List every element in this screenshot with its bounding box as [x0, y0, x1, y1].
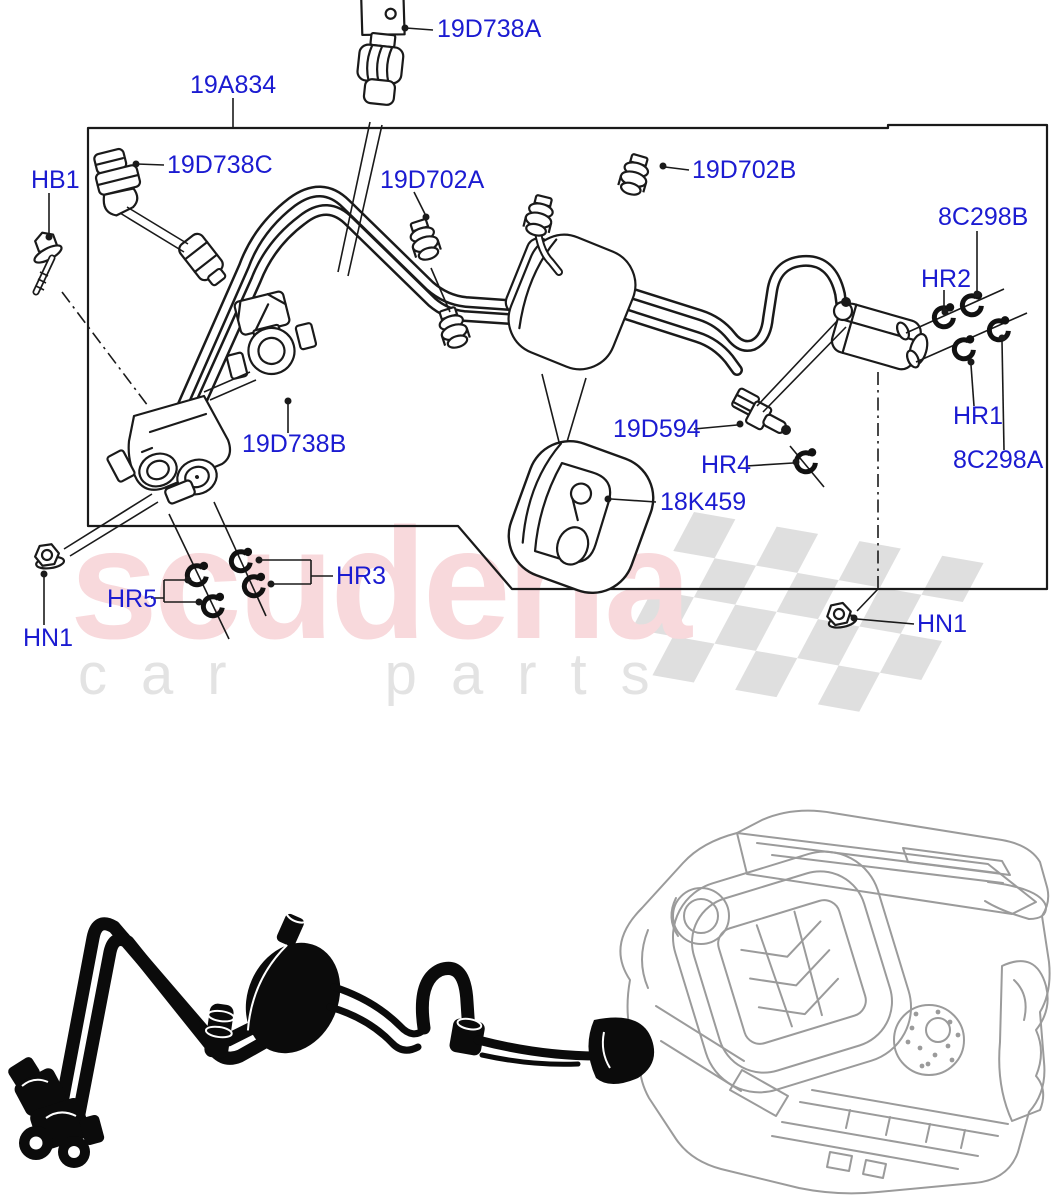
clip-19d738c — [93, 147, 189, 253]
silhouette-loop-fitting — [449, 1017, 485, 1056]
part-label-hr4[interactable]: HR4 — [701, 451, 751, 479]
part-labels: 19D738A 19A834 HB1 19D738C 19D702A 19D70… — [23, 15, 1044, 652]
part-label-19d702b[interactable]: 19D702B — [692, 156, 796, 184]
part-label-18k459[interactable]: 18K459 — [660, 488, 746, 516]
pipes-silhouette — [8, 905, 655, 1168]
part-label-hn1-left[interactable]: HN1 — [23, 624, 73, 652]
hvac-texture-dots — [905, 1009, 961, 1069]
part-label-hr1[interactable]: HR1 — [953, 402, 1003, 430]
part-label-8c298b[interactable]: 8C298B — [938, 203, 1028, 231]
bracket-19d738a — [337, 0, 406, 277]
watermark-tagline: car parts — [78, 642, 684, 707]
part-label-hr2[interactable]: HR2 — [921, 265, 971, 293]
silhouette-pad — [245, 905, 341, 1054]
schrader-valve-19d702a — [404, 216, 473, 352]
assembly-box-outline — [86, 123, 1049, 591]
part-label-hb1[interactable]: HB1 — [31, 166, 80, 194]
leader-lines — [40, 24, 1006, 625]
part-label-hr3[interactable]: HR3 — [336, 562, 386, 590]
part-label-19d738c[interactable]: 19D738C — [167, 151, 273, 179]
pipe-clamp — [178, 232, 227, 287]
valve-unit — [63, 394, 232, 557]
isolator-18k459 — [507, 373, 655, 595]
silhouette-connector-block — [8, 1057, 105, 1168]
hvac-front-panel — [671, 850, 913, 1094]
checkered-flag — [631, 512, 984, 712]
part-label-19d738b[interactable]: 19D738B — [242, 430, 346, 458]
firewall-pad — [507, 233, 637, 371]
part-label-19a834[interactable]: 19A834 — [190, 71, 276, 99]
retaining-clip-hr1 — [951, 334, 980, 361]
retaining-clip-8c298b — [959, 290, 988, 317]
schrader-valve-19d702b — [521, 151, 654, 240]
nut-hn1-left — [32, 541, 66, 572]
part-label-hn1-right[interactable]: HN1 — [917, 610, 967, 638]
lower-clips — [168, 501, 269, 640]
hvac-unit-drawing — [619, 809, 1051, 1195]
part-label-hr5[interactable]: HR5 — [107, 585, 157, 613]
part-label-19d702a[interactable]: 19D702A — [380, 166, 485, 194]
fitting-block — [756, 289, 1028, 413]
silhouette-mid-fitting — [204, 1003, 235, 1059]
clamp-19d738b — [203, 290, 318, 401]
part-label-19d738a[interactable]: 19D738A — [437, 15, 542, 43]
sensor-19d594 — [731, 387, 825, 488]
part-label-19d594[interactable]: 19D594 — [613, 415, 701, 443]
bolt-hb1 — [32, 231, 149, 407]
part-label-8c298a[interactable]: 8C298A — [953, 446, 1044, 474]
